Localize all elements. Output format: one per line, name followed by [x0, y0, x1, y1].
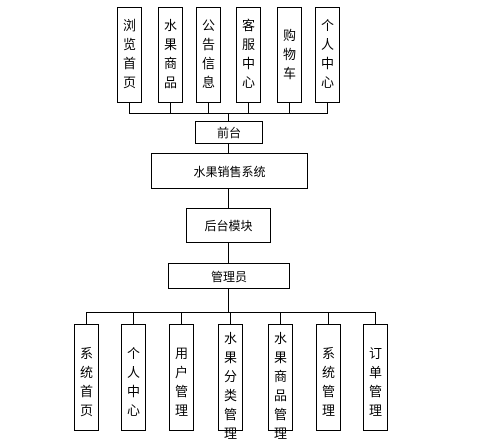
label-character-1: 用: [174, 347, 188, 362]
admin-module-fruit-product-management: 水果商品管理: [268, 324, 293, 442]
label-character-2: 物: [282, 48, 296, 63]
front-module-personal-center: 个人中心: [315, 7, 340, 103]
system-node: 水果销售系统: [151, 153, 308, 189]
admin-module-order-management: 订单管理: [363, 324, 388, 431]
admin-module-user-management: 用户管理: [169, 324, 194, 431]
label-character-2: 果: [163, 38, 177, 53]
admin-node: 管理员: [168, 263, 290, 289]
label-character-4: 息: [201, 76, 215, 91]
label-character-3: 首: [79, 385, 93, 400]
label-character-1: 浏: [122, 19, 136, 34]
label-character-1: 订: [368, 347, 382, 362]
admin-module-label: 水果商品管理: [274, 330, 287, 444]
front-node-label: 前台: [216, 126, 241, 140]
admin-module-label: 用户管理: [175, 345, 188, 421]
front-module-label: 客服中心: [242, 17, 255, 93]
label-character-2: 果: [273, 351, 287, 366]
label-character-3: 商: [163, 57, 177, 72]
admin-module-label: 个人中心: [127, 345, 140, 421]
admin-module-fruit-category-management: 水果分类管理: [218, 324, 243, 442]
front-module-label: 水果商品: [164, 17, 177, 93]
admin-node-label: 管理员: [210, 269, 247, 284]
label-character-4: 心: [241, 76, 255, 91]
label-character-1: 系: [79, 347, 93, 362]
label-character-6: 理: [273, 427, 287, 442]
label-character-4: 页: [122, 76, 136, 91]
label-character-2: 人: [320, 38, 334, 53]
front-module-shopping-cart: 购物车: [277, 7, 302, 103]
label-character-4: 品: [273, 389, 287, 404]
label-character-3: 中: [320, 57, 334, 72]
admin-module-label: 系统首页: [80, 345, 93, 421]
system-node-label: 水果销售系统: [193, 164, 266, 179]
label-character-5: 管: [223, 408, 237, 423]
label-character-3: 管: [174, 385, 188, 400]
label-character-1: 个: [126, 347, 140, 362]
admin-module-system-management: 系统管理: [316, 324, 341, 431]
label-character-4: 理: [174, 404, 188, 419]
label-character-5: 管: [273, 408, 287, 423]
label-character-2: 服: [241, 38, 255, 53]
label-character-4: 类: [223, 389, 237, 404]
front-module-browse-home: 浏览首页: [117, 7, 142, 103]
label-character-1: 购: [282, 29, 296, 44]
label-character-2: 人: [126, 366, 140, 381]
label-character-1: 水: [163, 19, 177, 34]
admin-module-system-home: 系统首页: [74, 324, 99, 431]
label-character-4: 心: [126, 404, 140, 419]
front-module-label: 浏览首页: [123, 17, 136, 93]
label-character-3: 车: [282, 67, 296, 82]
front-node: 前台: [195, 121, 263, 144]
label-character-3: 管: [321, 385, 335, 400]
backend-node: 后台模块: [186, 208, 271, 243]
label-character-2: 单: [368, 366, 382, 381]
label-character-3: 中: [126, 385, 140, 400]
front-module-announcements: 公告信息: [196, 7, 221, 103]
label-character-3: 分: [223, 370, 237, 385]
admin-module-label: 订单管理: [369, 345, 382, 421]
label-character-4: 页: [79, 404, 93, 419]
label-character-2: 告: [201, 38, 215, 53]
label-character-4: 理: [368, 404, 382, 419]
label-character-2: 统: [79, 366, 93, 381]
label-character-2: 览: [122, 38, 136, 53]
admin-module-label: 系统管理: [322, 345, 335, 421]
label-character-3: 管: [368, 385, 382, 400]
front-module-fruit-products: 水果商品: [158, 7, 183, 103]
label-character-1: 公: [201, 19, 215, 34]
label-character-3: 商: [273, 370, 287, 385]
backend-node-label: 后台模块: [204, 219, 253, 233]
label-character-2: 统: [321, 366, 335, 381]
label-character-1: 水: [273, 332, 287, 347]
admin-module-label: 水果分类管理: [224, 330, 237, 444]
label-character-1: 客: [241, 19, 255, 34]
label-character-3: 首: [122, 57, 136, 72]
label-character-1: 系: [321, 347, 335, 362]
front-module-label: 个人中心: [321, 17, 334, 93]
label-character-4: 心: [320, 76, 334, 91]
front-module-customer-service: 客服中心: [236, 7, 261, 103]
label-character-1: 水: [223, 332, 237, 347]
front-module-label: 购物车: [283, 27, 296, 84]
admin-module-personal-center: 个人中心: [121, 324, 146, 431]
label-character-3: 信: [201, 57, 215, 72]
label-character-3: 中: [241, 57, 255, 72]
label-character-4: 品: [163, 76, 177, 91]
label-character-1: 个: [320, 19, 334, 34]
label-character-4: 理: [321, 404, 335, 419]
label-character-2: 果: [223, 351, 237, 366]
front-module-label: 公告信息: [202, 17, 215, 93]
label-character-6: 理: [223, 427, 237, 442]
label-character-2: 户: [174, 366, 188, 381]
